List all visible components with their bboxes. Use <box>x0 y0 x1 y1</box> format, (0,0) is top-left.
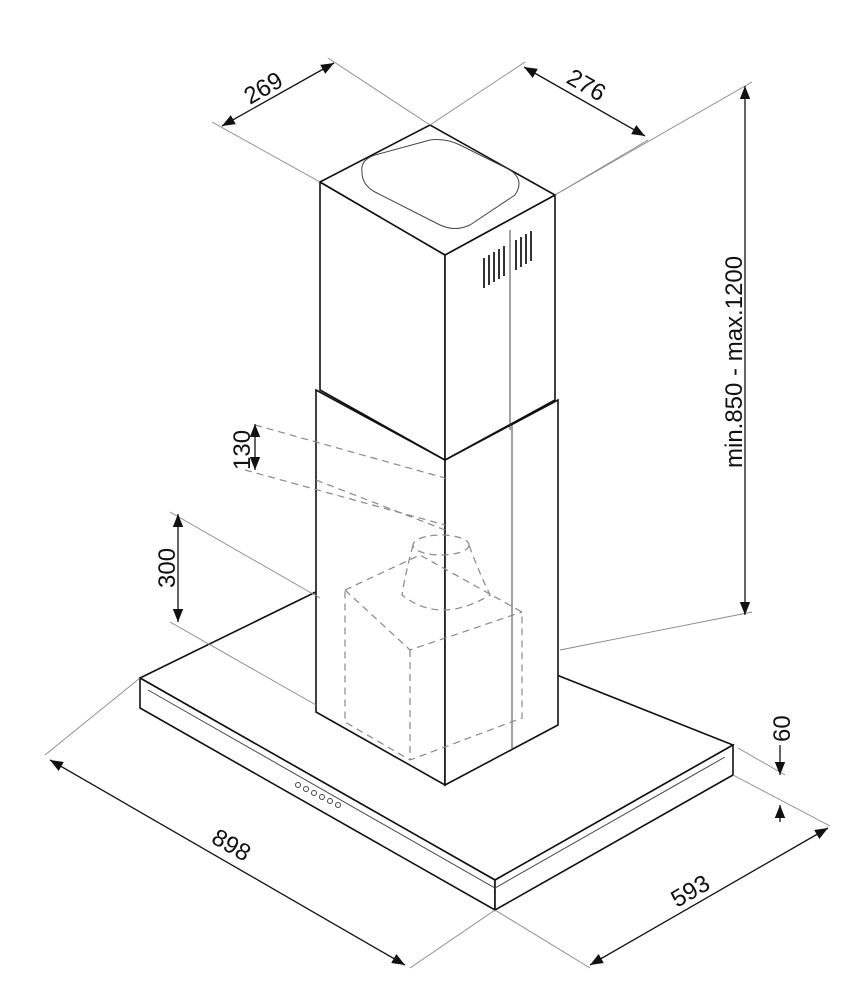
dim-300: 300 <box>154 548 181 588</box>
vent-grille <box>483 231 532 288</box>
dim-269: 269 <box>240 67 288 110</box>
dim-593: 593 <box>667 870 715 913</box>
dim-276: 276 <box>562 64 610 107</box>
motor-hidden-outline <box>244 424 523 761</box>
dim-130: 130 <box>229 430 256 470</box>
dim-height: min.850 - max.1200 <box>721 256 748 468</box>
upper-chimney <box>318 124 557 462</box>
dim-60: 60 <box>769 715 796 742</box>
dimension-arrows <box>49 62 829 966</box>
extension-lines <box>44 57 831 969</box>
dim-898: 898 <box>207 824 255 867</box>
lower-chimney <box>315 388 559 787</box>
